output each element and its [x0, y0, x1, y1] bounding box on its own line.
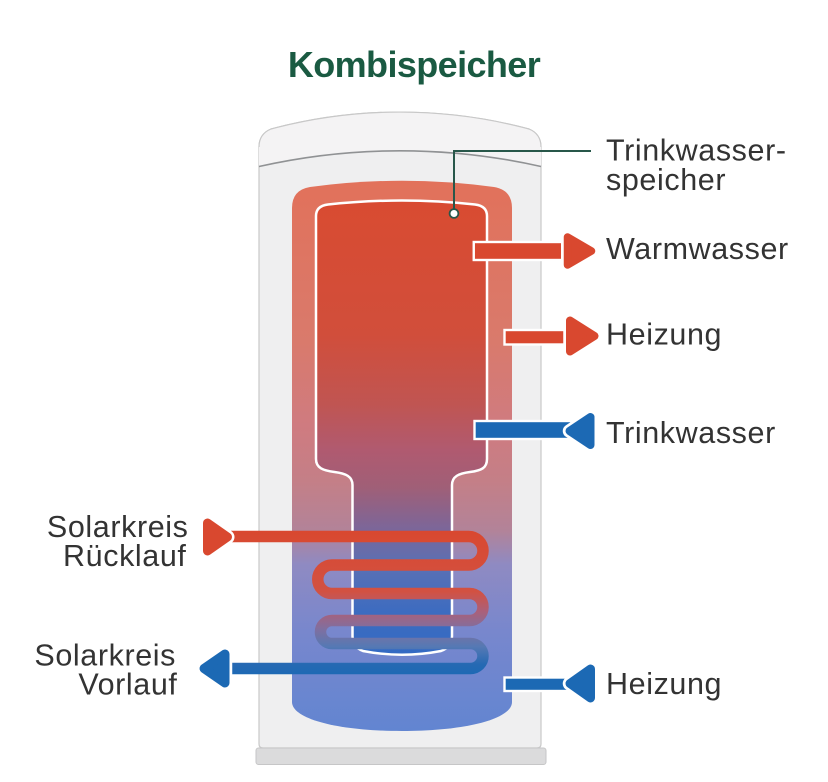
svg-text:Vorlauf: Vorlauf — [78, 668, 177, 702]
svg-text:Heizung: Heizung — [606, 318, 722, 352]
svg-text:Trinkwasser-: Trinkwasser- — [606, 134, 787, 168]
svg-text:Heizung: Heizung — [606, 667, 722, 701]
svg-text:Trinkwasser: Trinkwasser — [606, 416, 776, 450]
svg-text:Rücklauf: Rücklauf — [63, 539, 186, 573]
svg-text:Solarkreis: Solarkreis — [47, 510, 189, 544]
svg-text:Kombispeicher: Kombispeicher — [288, 44, 541, 85]
svg-text:Warmwasser: Warmwasser — [606, 232, 789, 266]
svg-text:speicher: speicher — [606, 163, 726, 197]
svg-text:Solarkreis: Solarkreis — [34, 639, 176, 673]
